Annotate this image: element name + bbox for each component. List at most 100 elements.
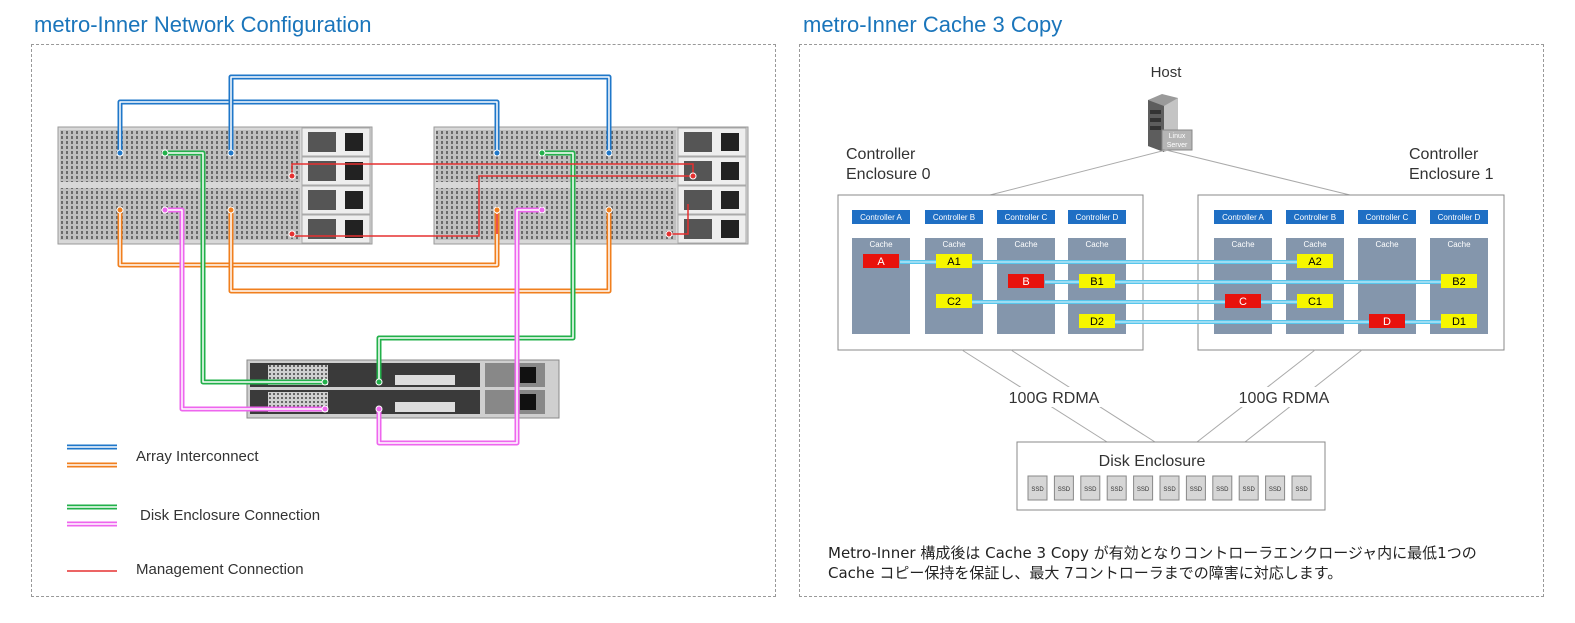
cache-block-b1: B1 [1079,274,1115,288]
legend: Array Interconnect Disk Enclosure Connec… [67,444,320,578]
cache-label: Cache [1014,240,1038,249]
controller-label: Controller A [1222,213,1264,222]
cable-port-dots [116,149,697,413]
ssd-label: SSD [1058,487,1071,493]
controller-label: Controller B [933,213,975,222]
ssd-label: SSD [1269,487,1282,493]
description-line-2: Cache コピー保持を保証し、最大 7コントローラまでの障害に対応します。 [828,564,1343,582]
cache-area [925,238,983,334]
svg-text:B1: B1 [1090,276,1103,288]
controller-enclosure-1-hardware [433,126,749,245]
server-text-2: Server [1167,142,1188,149]
cache-area [1214,238,1272,334]
enclosure-0-label-line-1: Controller [846,146,916,163]
ssd-drive: SSD [1238,475,1259,501]
ssd-drive: SSD [1106,475,1127,501]
svg-text:D: D [1383,316,1391,328]
ssd-drive: SSD [1291,475,1312,501]
enclosure-1-controllers: Controller A Cache Controller B Cache Co… [1214,210,1488,334]
cache-blocks: A A1 B B1 C2 D2 A2 B2 [863,254,1477,328]
cache-label: Cache [1447,240,1471,249]
controller-label: Controller C [1005,213,1048,222]
cache-label: Cache [1303,240,1327,249]
svg-text:C: C [1239,296,1247,308]
ssd-drive: SSD [1027,475,1048,501]
legend-label-disk-enclosure-connection: Disk Enclosure Connection [140,507,320,524]
ssd-drive: SSD [1080,475,1101,501]
host-link-enclosure-0 [989,149,1167,196]
cache-block-d1: D1 [1441,314,1477,328]
controller-label: Controller D [1076,213,1119,222]
ssd-label: SSD [1137,487,1150,493]
legend-management-connection: Management Connection [67,561,304,578]
rdma-label-1-bg [1234,387,1334,407]
legend-array-interconnect: Array Interconnect [67,444,259,468]
ssd-label: SSD [1295,487,1308,493]
legend-label-management-connection: Management Connection [136,561,304,578]
disk-enclosure-hardware [246,359,560,419]
svg-text:B: B [1022,276,1029,288]
svg-text:A: A [877,256,885,268]
description-line-1: Metro-Inner 構成後は Cache 3 Copy が有効となりコントロ… [828,544,1477,562]
cache-label: Cache [1375,240,1399,249]
svg-text:D1: D1 [1452,316,1466,328]
ssd-drive: SSD [1159,475,1180,501]
ssd-drive: SSD [1185,475,1206,501]
left-panel-title: metro-Inner Network Configuration [34,12,372,37]
enclosure-1-controller-a: Controller A Cache [1214,210,1272,334]
legend-label-array-interconnect: Array Interconnect [136,448,259,465]
ssd-label: SSD [1084,487,1097,493]
svg-text:A1: A1 [947,256,960,268]
svg-text:D2: D2 [1090,316,1104,328]
description: Metro-Inner 構成後は Cache 3 Copy が有効となりコントロ… [828,543,1538,583]
cache-block-b: B [1008,274,1044,288]
svg-text:B2: B2 [1452,276,1465,288]
enclosure-1-controller-c: Controller C Cache [1358,210,1416,334]
network-diagram: Array Interconnect Disk Enclosure Connec… [57,74,749,578]
enclosure-0-label-line-2: Enclosure 0 [846,166,931,183]
cache-label: Cache [942,240,966,249]
ssd-label: SSD [1190,487,1203,493]
enclosure-1-label-line-1: Controller [1409,146,1479,163]
cache-block-a1: A1 [936,254,972,268]
cache-area [852,238,910,334]
cache-block-c: C [1225,294,1261,308]
controller-enclosure-0-hardware [57,126,373,245]
controller-label: Controller D [1438,213,1481,222]
ssd-label: SSD [1031,487,1044,493]
ssd-drive: SSD [1053,475,1074,501]
network-config-panel [31,44,776,597]
cache-copy-panel [799,44,1544,597]
disk-connection-green-cables [165,150,576,385]
svg-text:C1: C1 [1308,296,1322,308]
server-text-1: Linux [1169,133,1186,140]
rdma-label-0-bg [1004,387,1104,407]
cache-label: Cache [1085,240,1109,249]
cache-block-b2: B2 [1441,274,1477,288]
controller-label: Controller A [860,213,902,222]
array-interconnect-orange-cables [117,210,612,294]
legend-disk-enclosure-connection: Disk Enclosure Connection [67,504,320,527]
rdma-label-0: 100G RDMA [1009,390,1100,407]
ssd-drive: SSD [1212,475,1233,501]
array-interconnect-blue-cables [117,74,612,153]
host-label: Host [1151,64,1183,81]
cache-copy-diagram: Host Linux Server Controller Enclosure 0… [837,64,1505,511]
cache-area [1286,238,1344,334]
ssd-drive: SSD [1265,475,1286,501]
cache-block-c2: C2 [936,294,972,308]
disk-enclosure-label: Disk Enclosure [1099,453,1206,470]
cache-block-c1: C1 [1297,294,1333,308]
cache-block-d: D [1369,314,1405,328]
host-link-enclosure-1 [1165,149,1351,196]
cache-label: Cache [1231,240,1255,249]
cache-block-a: A [863,254,899,268]
ssd-label: SSD [1163,487,1176,493]
rdma-label-1: 100G RDMA [1239,390,1330,407]
ssd-row: SSD SSD SSD SSD SSD SSD SSD SSD SSD SSD SSD [1027,475,1312,501]
right-panel-title: metro-Inner Cache 3 Copy [803,12,1063,37]
linux-server-icon: Linux Server [1148,94,1193,152]
svg-text:A2: A2 [1308,256,1321,268]
ssd-label: SSD [1243,487,1256,493]
controller-label: Controller B [1294,213,1336,222]
